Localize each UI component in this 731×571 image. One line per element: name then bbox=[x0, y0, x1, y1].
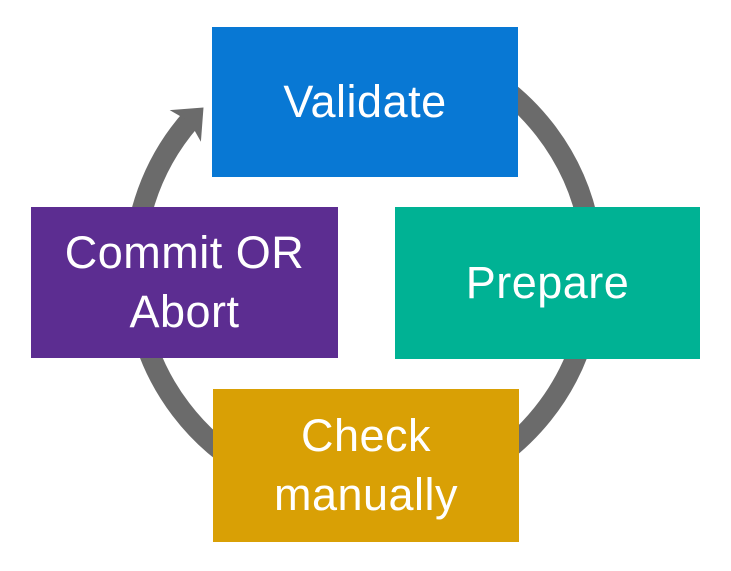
step-label-prepare: Prepare bbox=[465, 256, 630, 308]
step-label-validate: Validate bbox=[283, 75, 447, 127]
arrowhead-icon bbox=[169, 107, 204, 142]
step-box-check-manually: Check manually bbox=[213, 389, 519, 542]
step-box-prepare: Prepare bbox=[395, 207, 700, 359]
step-box-validate: Validate bbox=[212, 27, 518, 177]
step-label-commit-or-abort: Commit OR Abort bbox=[64, 227, 305, 337]
step-box-commit-or-abort: Commit OR Abort bbox=[31, 207, 338, 358]
step-label-check-manually: Check manually bbox=[273, 410, 459, 520]
